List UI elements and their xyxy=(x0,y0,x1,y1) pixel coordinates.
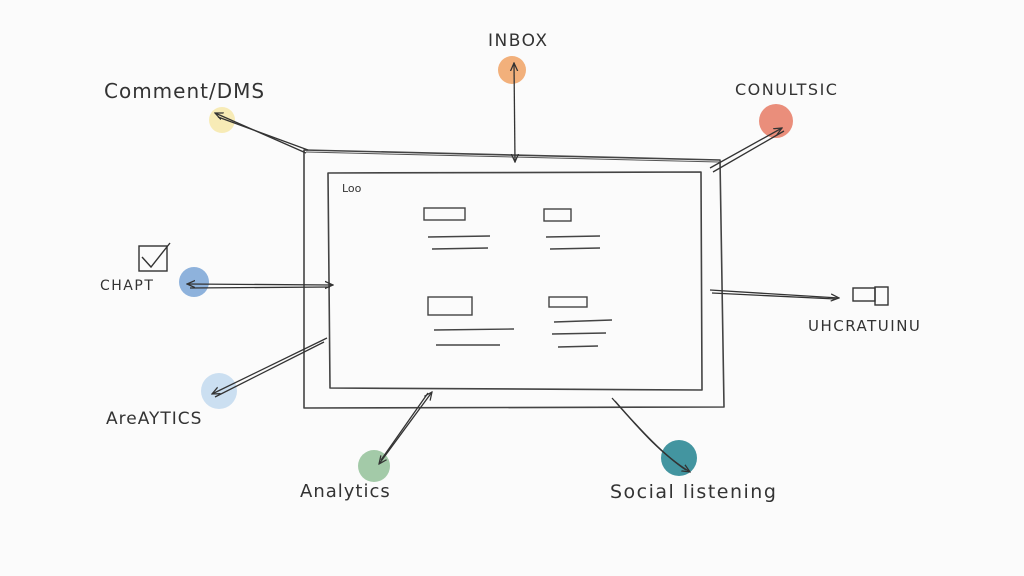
arrow-comments-b xyxy=(217,116,309,151)
arrow-areaytics-b xyxy=(214,341,325,398)
inbox-dot xyxy=(498,56,526,84)
arrow-uncratuinu xyxy=(709,289,839,298)
checkbox-icon xyxy=(138,242,171,272)
inner-frame xyxy=(327,171,703,391)
arrow-analytics-b xyxy=(380,392,429,461)
arrow-analytics xyxy=(379,392,432,464)
widget-top-right xyxy=(543,208,601,250)
areaytics-label: AreAYTICS xyxy=(106,409,203,429)
arrow-inbox xyxy=(514,63,515,162)
arrow-social-b xyxy=(614,400,687,471)
arrow-consulting-b xyxy=(712,130,785,173)
widget-bottom-right xyxy=(548,296,613,348)
analytics-label: Analytics xyxy=(300,481,391,502)
consulting-dot xyxy=(759,104,793,138)
social-label: Social listening xyxy=(610,481,778,503)
frame-title: Loo xyxy=(342,182,362,195)
consulting-label: CONULTSIC xyxy=(735,80,839,99)
widget-bottom-left xyxy=(427,296,515,346)
toggle-icon xyxy=(852,286,889,306)
comments-label: Comment/DMS xyxy=(104,79,266,103)
arrow-areaytics xyxy=(212,337,328,394)
arrow-chart-b xyxy=(189,286,331,289)
arrow-chart xyxy=(187,284,333,285)
arrow-uncratuinu-b xyxy=(711,292,837,300)
chart-dot xyxy=(179,267,209,297)
social-dot xyxy=(661,440,697,476)
inbox-label: INBOX xyxy=(488,31,549,51)
outer-frame xyxy=(303,149,725,409)
arrow-consulting xyxy=(709,128,782,169)
widget-top-left xyxy=(423,207,491,250)
chart-label: CHAPT xyxy=(100,278,155,294)
uncratuinu-label: UHCRATUINU xyxy=(808,317,922,335)
